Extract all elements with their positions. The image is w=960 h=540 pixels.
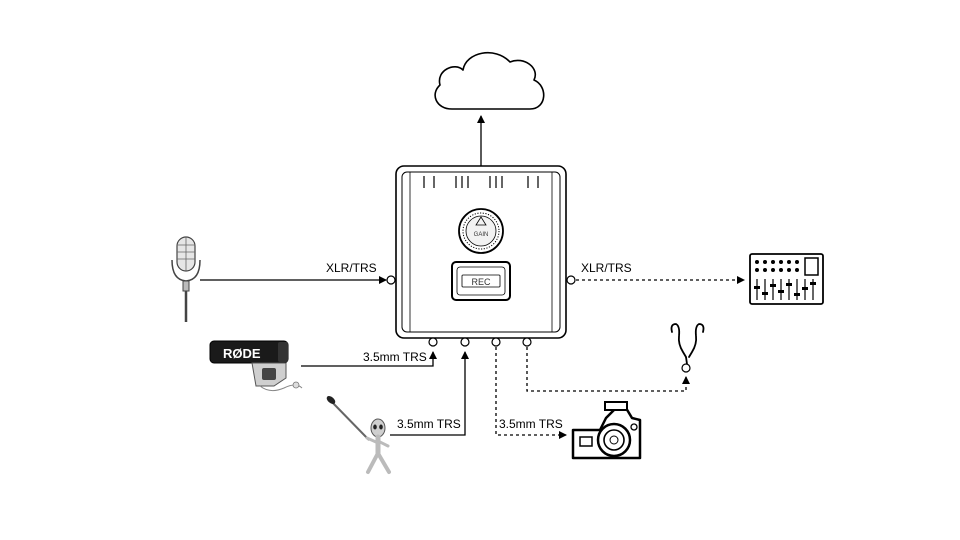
port-bottom-2 — [460, 337, 470, 347]
port-right-xlr — [566, 275, 576, 285]
gain-knob-label: GAIN — [474, 232, 489, 238]
mic-xlr-connection: XLR/TRS — [200, 261, 387, 284]
mic-xlr-label: XLR/TRS — [326, 261, 377, 275]
boom-trs-label: 3.5mm TRS — [397, 417, 461, 431]
boom-operator-icon — [326, 396, 391, 474]
cloud-icon — [434, 52, 545, 110]
camera-trs-connection: 3.5mm TRS — [495, 347, 567, 439]
studio-microphone-icon — [171, 236, 201, 322]
headphones-connection — [526, 347, 691, 392]
boom-trs-connection: 3.5mm TRS — [390, 351, 469, 436]
headphones-jack — [681, 363, 691, 373]
rec-button[interactable]: REC — [451, 261, 511, 301]
shotgun-trs-label: 3.5mm TRS — [363, 350, 427, 364]
port-bottom-4 — [522, 337, 532, 347]
headphones-icon — [670, 323, 705, 365]
recorder-device: GAIN REC — [386, 165, 576, 347]
mixer-icon — [749, 253, 824, 305]
shotgun-microphone-icon: RØDE — [209, 340, 303, 392]
port-left-xlr — [386, 275, 396, 285]
camera-trs-label: 3.5mm TRS — [499, 417, 563, 431]
shotgun-trs-connection: 3.5mm TRS — [301, 350, 437, 367]
camera-icon — [571, 401, 642, 460]
port-bottom-3 — [491, 337, 501, 347]
mixer-xlr-connection: XLR/TRS — [576, 261, 745, 284]
shotgun-logo-text: RØDE — [223, 346, 261, 361]
mixer-xlr-label: XLR/TRS — [581, 261, 632, 275]
rec-button-label: REC — [471, 277, 491, 287]
gain-knob[interactable]: GAIN — [458, 208, 504, 254]
vent-slots — [423, 176, 539, 188]
port-bottom-1 — [428, 337, 438, 347]
